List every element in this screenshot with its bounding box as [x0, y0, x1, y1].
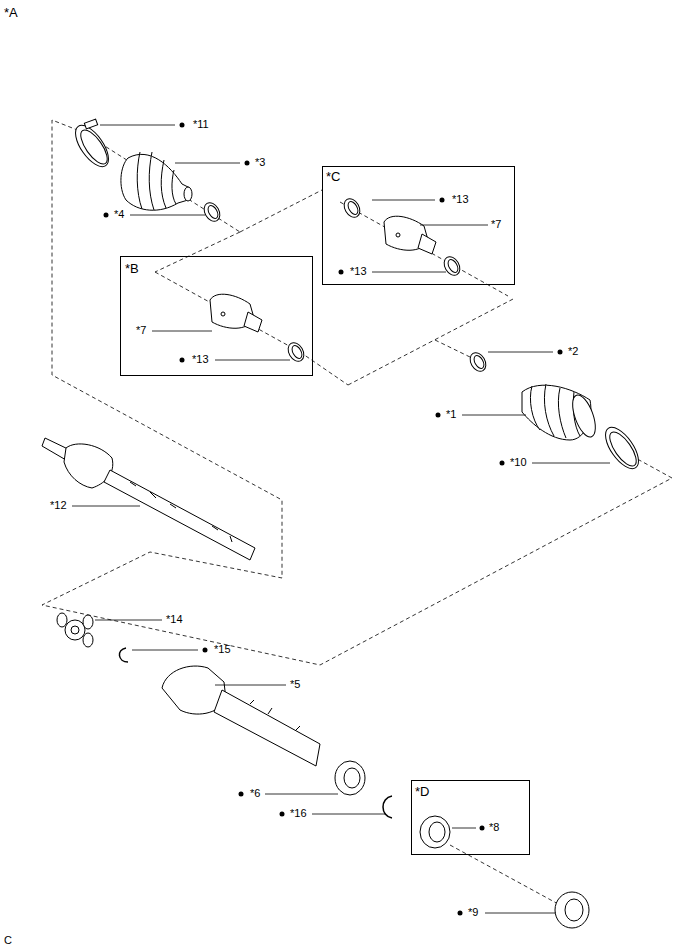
callout-number: *6	[250, 787, 260, 800]
view-letter: *D	[415, 784, 429, 799]
view-letter: *B	[125, 261, 139, 276]
inset-box: *C *13 *7 *13	[322, 166, 515, 285]
callout-number: *16	[290, 807, 307, 820]
callout-number: *13	[350, 265, 367, 278]
bullet-dots	[104, 123, 563, 916]
callout-number: *10	[510, 456, 527, 469]
assembly-axes	[42, 120, 672, 905]
figure-letter: *A	[4, 5, 18, 20]
callout-number: *12	[50, 499, 67, 512]
inset-box: *B *7 *13	[120, 256, 313, 376]
callout-number: *13	[452, 193, 469, 206]
callout-number: *2	[568, 345, 578, 358]
callout-number: *3	[255, 156, 265, 169]
callout-number: *5	[290, 678, 300, 691]
parts	[42, 119, 645, 928]
callout-number: *4	[114, 208, 124, 221]
view-letter: *C	[326, 169, 340, 184]
callout-number: C	[4, 934, 12, 947]
callout-number: *9	[468, 906, 478, 919]
callout-number: *7	[491, 218, 501, 231]
callout-number: *1	[446, 408, 456, 421]
inset-box: *D *8	[411, 780, 530, 855]
callout-number: *14	[166, 613, 183, 626]
leader-lines	[72, 125, 610, 913]
callout-number: *13	[192, 353, 209, 366]
callout-number: *11	[193, 118, 209, 131]
callout-number: *8	[489, 821, 499, 834]
callout-number: *7	[136, 324, 146, 337]
callout-number: *15	[214, 643, 231, 656]
